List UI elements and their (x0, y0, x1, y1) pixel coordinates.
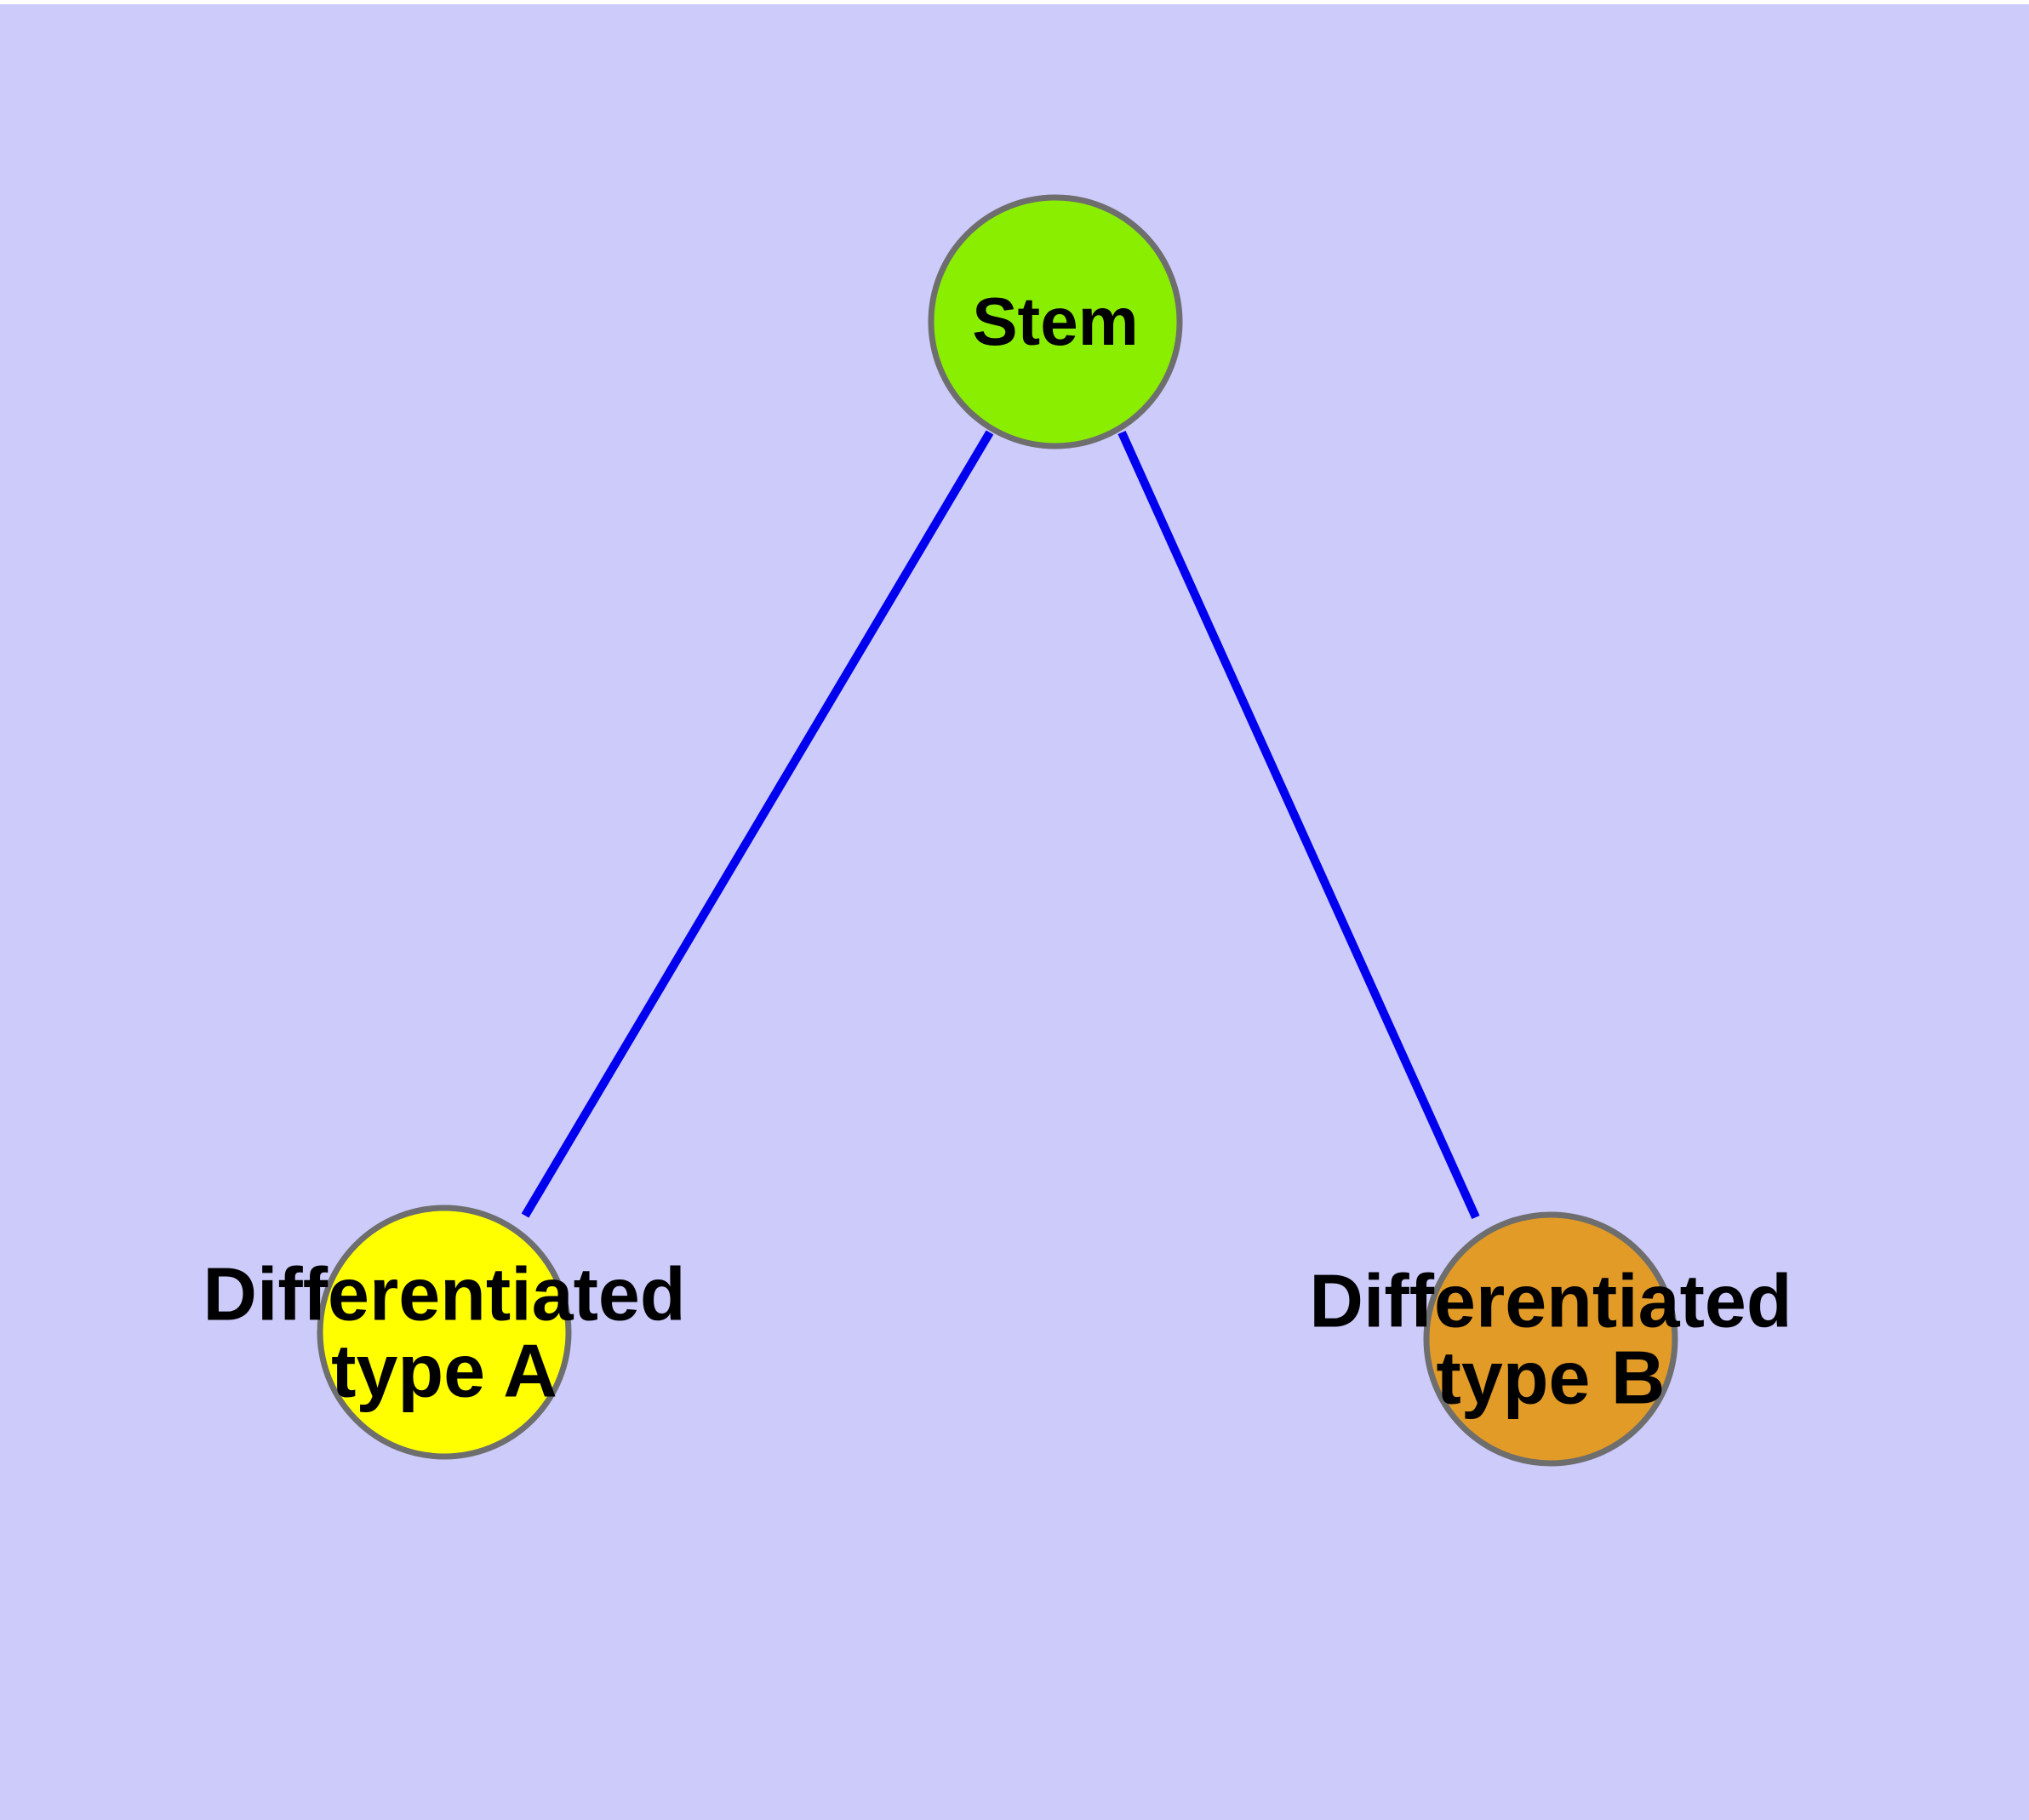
edge-stem-to-diff-type-a (521, 430, 994, 1218)
node-diff-type-a[interactable] (317, 1205, 572, 1460)
node-diff-type-b[interactable] (1423, 1211, 1678, 1467)
edge-stem-to-diff-type-b (1117, 430, 1480, 1220)
node-layer (317, 194, 1678, 1467)
node-stem[interactable] (928, 194, 1183, 449)
edge-layer (521, 430, 1480, 1220)
